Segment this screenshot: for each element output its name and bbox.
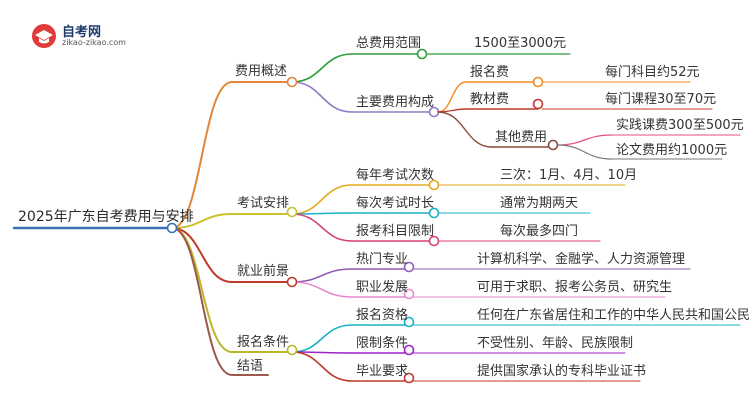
node-qualification-value: 任何在广东省居住和工作的中华人民共和国公民 (477, 308, 750, 323)
branch-exam: 考试安排 (237, 196, 290, 211)
node-registration-label: 报名费 (470, 65, 510, 80)
node-composition-label: 主要费用构成 (356, 95, 435, 110)
branch-fees-dot[interactable] (286, 76, 298, 88)
node-qualification-dot[interactable] (403, 316, 415, 328)
node-graduation-value: 提供国家承认的专科毕业证书 (477, 364, 647, 379)
branch-exam-dot[interactable] (286, 206, 298, 218)
node-practice: 实践课费300至500元 (616, 118, 744, 133)
node-duration-label: 每次考试时长 (356, 196, 435, 211)
node-dev-value: 可用于求职、报考公务员、研究生 (477, 280, 673, 295)
branch-career-dot[interactable] (286, 276, 298, 288)
node-total-dot[interactable] (416, 48, 428, 60)
branch-career: 就业前景 (237, 264, 290, 279)
graduation-cap-icon (32, 24, 56, 48)
node-graduation-dot[interactable] (403, 372, 415, 384)
site-logo[interactable]: 自考网 zikao-zikao.com (30, 20, 150, 52)
connector-other (437, 111, 493, 148)
connector-composition (291, 81, 353, 113)
connector-limit (291, 213, 353, 242)
connector-fees (171, 81, 233, 229)
node-registration-value: 每门科目约52元 (605, 65, 700, 80)
node-total-value: 1500至3000元 (474, 36, 567, 51)
node-hot-dot[interactable] (403, 261, 415, 273)
connector-registration (437, 81, 467, 113)
logo-url: zikao-zikao.com (62, 38, 126, 47)
connector-career (171, 227, 233, 283)
node-other-label: 其他费用 (495, 130, 548, 145)
connector-conclusion (171, 227, 233, 376)
node-total-label: 总费用范围 (356, 36, 422, 51)
node-qualification-label: 报名资格 (356, 308, 409, 323)
node-materials-dot[interactable] (532, 98, 544, 110)
logo-title: 自考网 (62, 25, 102, 40)
branch-signup: 报名条件 (237, 335, 290, 350)
node-dev-dot[interactable] (403, 288, 415, 300)
connector-graduation (291, 351, 353, 382)
node-thesis: 论文费用约1000元 (616, 143, 728, 158)
connector-total (291, 53, 353, 83)
node-duration-dot[interactable] (428, 207, 440, 219)
root-dot[interactable] (166, 222, 178, 234)
connector-exam (171, 213, 233, 229)
node-graduation-label: 毕业要求 (356, 364, 409, 379)
node-dev-label: 职业发展 (356, 280, 409, 295)
connector-count (291, 184, 353, 215)
node-hot-label: 热门专业 (356, 252, 409, 267)
node-restriction-value: 不受性别、年龄、民族限制 (477, 336, 634, 351)
node-other-dot[interactable] (547, 139, 559, 151)
connector-thesis (556, 144, 613, 160)
node-count-value: 三次：1月、4月、10月 (500, 168, 638, 183)
node-restriction-dot[interactable] (403, 344, 415, 356)
connector-dev (291, 281, 353, 298)
node-count-dot[interactable] (428, 179, 440, 191)
branch-fees: 费用概述 (235, 64, 288, 79)
node-limit-label: 报考科目限制 (356, 224, 435, 239)
node-limit-dot[interactable] (428, 235, 440, 247)
node-limit-value: 每次最多四门 (500, 224, 579, 239)
node-materials-value: 每门课程30至70元 (605, 92, 717, 107)
node-materials-label: 教材费 (470, 92, 510, 107)
branch-signup-dot[interactable] (286, 344, 298, 356)
branch-conclusion: 结语 (237, 359, 264, 374)
connector-practice (556, 134, 613, 146)
node-restriction-label: 限制条件 (356, 336, 409, 351)
node-duration-value: 通常为期两天 (500, 196, 579, 211)
node-count-label: 每年考试次数 (356, 168, 435, 183)
connector-signup (171, 227, 233, 353)
root-topic: 2025年广东自考费用与安排 (18, 209, 194, 225)
connector-hot (291, 268, 353, 283)
node-hot-value: 计算机科学、金融学、人力资源管理 (477, 252, 686, 267)
node-registration-dot[interactable] (532, 76, 544, 88)
connector-qualification (291, 324, 353, 353)
